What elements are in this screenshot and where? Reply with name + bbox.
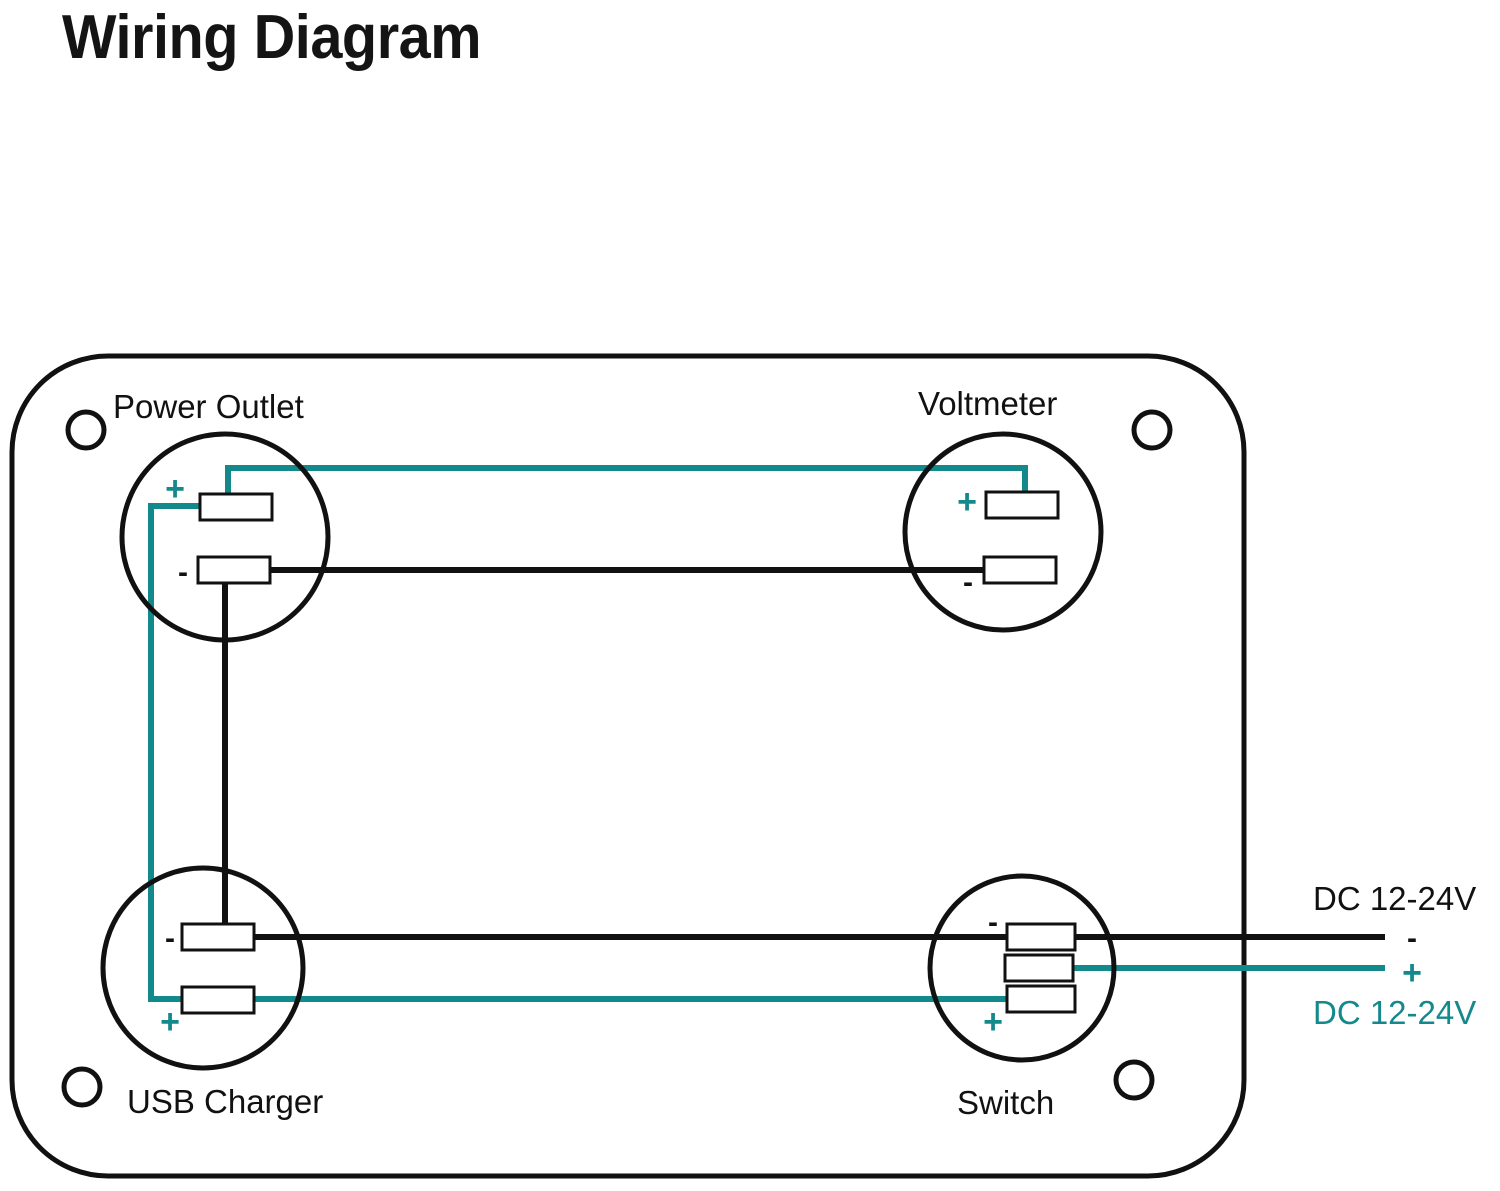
voltmeter-negative-sign: - (963, 566, 973, 599)
power-outlet-positive-terminal[interactable] (198, 492, 274, 522)
voltmeter-negative-terminal[interactable] (982, 555, 1058, 585)
power-outlet-positive-sign: + (165, 470, 185, 508)
power-outlet-negative-sign: - (178, 556, 188, 589)
mounting-hole-top-right (1131, 409, 1173, 451)
supply-negative-label: DC 12-24V (1313, 880, 1476, 917)
supply-negative-sign: - (1407, 922, 1417, 955)
supply-positive-label: DC 12-24V (1313, 994, 1476, 1031)
power-outlet-body (119, 431, 331, 643)
component-power-outlet[interactable]: + - Power Outlet (113, 388, 331, 643)
voltmeter-body (902, 431, 1104, 633)
usb-charger-body (100, 865, 306, 1071)
voltmeter-positive-terminal[interactable] (984, 490, 1060, 520)
switch-body (927, 873, 1117, 1063)
mounting-hole-top-left (65, 409, 107, 451)
page-title: Wiring Diagram (62, 3, 482, 72)
voltmeter-label: Voltmeter (918, 385, 1057, 422)
panel-outline (9, 353, 1247, 1179)
switch-negative-terminal[interactable] (1005, 922, 1077, 952)
component-voltmeter[interactable]: + - Voltmeter (902, 385, 1104, 633)
supply-positive-sign: + (1402, 954, 1422, 992)
voltmeter-positive-sign: + (957, 483, 977, 521)
usb-charger-negative-terminal[interactable] (180, 922, 256, 952)
switch-label: Switch (957, 1084, 1054, 1121)
component-usb-charger[interactable]: - + USB Charger (100, 865, 323, 1120)
switch-positive-sign: + (983, 1003, 1003, 1041)
power-outlet-label: Power Outlet (113, 388, 304, 425)
component-switch[interactable]: - + Switch (927, 873, 1117, 1121)
usb-charger-positive-sign: + (160, 1003, 180, 1041)
usb-charger-label: USB Charger (127, 1083, 323, 1120)
usb-charger-positive-terminal[interactable] (180, 985, 256, 1015)
mounting-hole-bottom-right (1113, 1059, 1155, 1101)
power-outlet-negative-terminal[interactable] (196, 555, 272, 585)
wire-power-outlet-positive-to-voltmeter-positive (225, 465, 1028, 511)
switch-positive-terminal[interactable] (1005, 984, 1077, 1014)
switch-negative-sign: - (988, 906, 998, 939)
switch-middle-terminal[interactable] (1003, 953, 1075, 983)
usb-charger-negative-sign: - (165, 922, 175, 955)
mounting-hole-bottom-left (61, 1066, 103, 1108)
wire-power-outlet-positive-to-usb-positive (148, 503, 205, 1002)
